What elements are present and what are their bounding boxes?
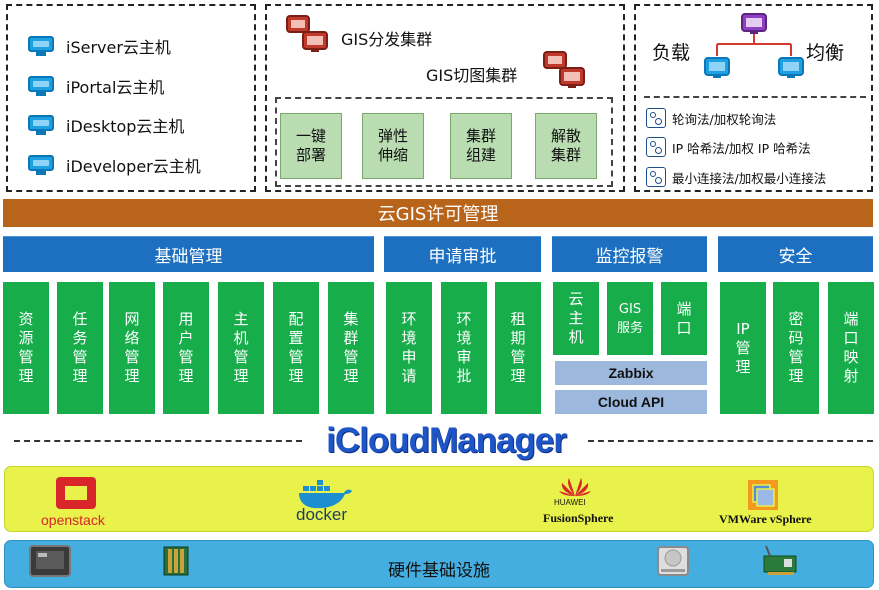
disk-icon	[657, 546, 689, 576]
lb-method-round-robin: 轮询法/加权轮询法	[646, 107, 776, 129]
brand-divider-right	[588, 440, 873, 442]
item-label: 环境审批	[456, 310, 472, 385]
vmware-label: VMWare vSphere	[719, 512, 812, 526]
monitor-port[interactable]: 端口	[661, 282, 707, 355]
lb-method-label: 轮询法/加权轮询法	[672, 111, 777, 127]
docker-label: docker	[296, 505, 348, 524]
docker-logo	[299, 480, 352, 509]
brand-title: iCloudManager	[326, 421, 567, 460]
network-icon	[646, 167, 666, 187]
item-port-mapping[interactable]: 端口映射	[828, 282, 874, 414]
host-label: iServer云主机	[66, 38, 171, 57]
item-label: 密码管理	[788, 310, 804, 385]
dissolve-cluster-button[interactable]: 解散 集群	[535, 113, 597, 179]
host-label: iDeveloper云主机	[66, 157, 201, 176]
item-network-mgmt[interactable]: 网络管理	[109, 282, 155, 414]
brand-divider-left	[14, 440, 302, 442]
item-label: 租期管理	[510, 310, 526, 385]
host-item-ideveloper: iDeveloper云主机	[28, 152, 201, 178]
item-label: GIS服务	[616, 301, 643, 336]
hardware-label: 硬件基础设施	[388, 561, 490, 581]
openstack-label: openstack	[41, 512, 105, 528]
item-label: 主机管理	[233, 310, 249, 385]
item-label: 用户管理	[178, 310, 194, 385]
monitor-gis-service[interactable]: GIS服务	[607, 282, 653, 355]
build-cluster-button[interactable]: 集群 组建	[450, 113, 512, 179]
scale-button[interactable]: 弹性 伸缩	[362, 113, 424, 179]
zabbix-box: Zabbix	[555, 361, 707, 385]
item-label: 端口映射	[843, 310, 859, 385]
gis-dist-cluster-label: GIS分发集群	[341, 30, 433, 49]
monitor-icon	[28, 36, 54, 56]
deploy-button[interactable]: 一键 部署	[280, 113, 342, 179]
network-icon	[646, 108, 666, 128]
item-user-mgmt[interactable]: 用户管理	[163, 282, 209, 414]
item-ip-mgmt[interactable]: IP管理	[720, 282, 766, 414]
item-password-mgmt[interactable]: 密码管理	[773, 282, 819, 414]
item-label: 配置管理	[288, 310, 304, 385]
item-config-mgmt[interactable]: 配置管理	[273, 282, 319, 414]
item-host-mgmt[interactable]: 主机管理	[218, 282, 264, 414]
cluster-server-icon	[286, 15, 328, 52]
item-label: 环境申请	[401, 310, 417, 385]
cluster-server-icon	[543, 51, 585, 88]
load-balance-divider	[644, 96, 866, 98]
host-item-iportal: iPortal云主机	[28, 73, 164, 99]
item-label: 任务管理	[72, 310, 88, 385]
monitor-icon	[28, 115, 54, 135]
item-env-apply[interactable]: 环境申请	[386, 282, 432, 414]
category-basic: 基础管理	[3, 236, 374, 272]
hardware-bar	[4, 540, 874, 588]
license-bar: 云GIS许可管理	[3, 199, 873, 227]
item-label: 网络管理	[124, 310, 140, 385]
load-balance-topology-icon	[704, 13, 804, 78]
cloud-api-box: Cloud API	[555, 390, 707, 414]
category-security: 安全	[718, 236, 873, 272]
vmware-logo	[748, 480, 778, 510]
huawei-vendor-label: HUAWEI	[554, 498, 586, 507]
item-label: 资源管理	[18, 310, 34, 385]
host-item-idesktop: iDesktop云主机	[28, 112, 184, 138]
lb-method-least-conn: 最小连接法/加权最小连接法	[646, 166, 826, 188]
network-card-icon	[763, 545, 797, 575]
category-monitor: 监控报警	[552, 236, 707, 272]
item-label: IP管理	[735, 319, 751, 376]
load-label: 负载	[652, 42, 691, 64]
item-label: 云主机	[568, 290, 584, 346]
balance-label: 均衡	[806, 42, 845, 64]
memory-icon	[163, 546, 189, 576]
host-item-iserver: iServer云主机	[28, 33, 171, 59]
monitor-icon	[28, 155, 54, 175]
item-lease-mgmt[interactable]: 租期管理	[495, 282, 541, 414]
host-label: iDesktop云主机	[66, 117, 185, 136]
openstack-logo	[56, 477, 96, 509]
lb-method-label: IP 哈希法/加权 IP 哈希法	[672, 140, 811, 156]
item-label: 集群管理	[343, 310, 359, 385]
item-label: 端口	[676, 299, 692, 337]
lb-method-label: 最小连接法/加权最小连接法	[672, 170, 827, 186]
item-task-mgmt[interactable]: 任务管理	[57, 282, 103, 414]
category-approval: 申请审批	[384, 236, 541, 272]
cpu-icon	[29, 545, 71, 577]
lb-method-ip-hash: IP 哈希法/加权 IP 哈希法	[646, 136, 811, 158]
item-resource-mgmt[interactable]: 资源管理	[3, 282, 49, 414]
monitor-cloud-host[interactable]: 云主机	[553, 282, 599, 355]
huawei-logo	[559, 478, 591, 496]
item-cluster-mgmt[interactable]: 集群管理	[328, 282, 374, 414]
network-icon	[646, 137, 666, 157]
platform-bar	[4, 466, 874, 532]
item-env-approve[interactable]: 环境审批	[441, 282, 487, 414]
fusionsphere-label: FusionSphere	[543, 511, 614, 525]
cluster-actions-panel	[275, 97, 613, 187]
host-label: iPortal云主机	[66, 78, 165, 97]
gis-tile-cluster-label: GIS切图集群	[426, 66, 518, 85]
monitor-icon	[28, 76, 54, 96]
